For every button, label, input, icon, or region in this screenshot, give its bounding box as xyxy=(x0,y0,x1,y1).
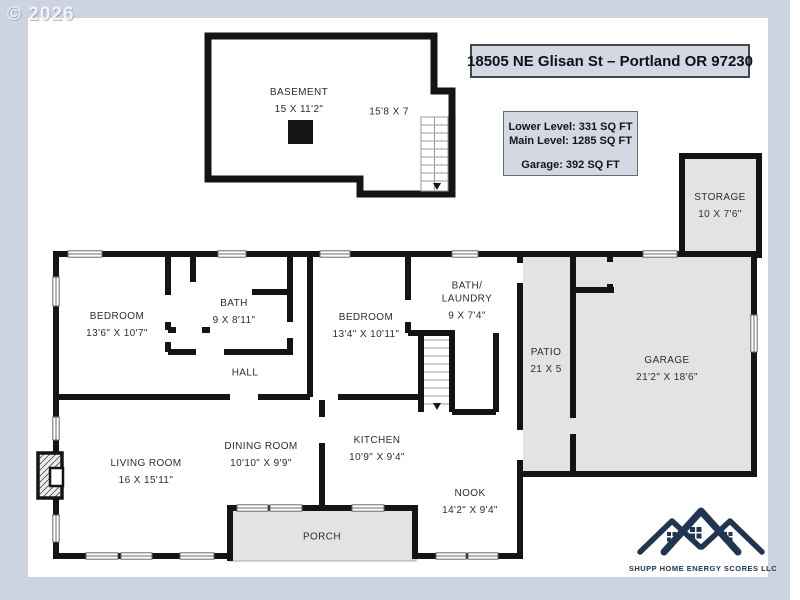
label-storage: STORAGE 10 X 7'6" xyxy=(694,192,746,220)
label-dining-room: DINING ROOM 10'10" X 9'9" xyxy=(224,441,298,469)
address-text: 18505 NE Glisan St – Portland OR 97230 xyxy=(467,52,753,70)
main-stairs-arrow-icon xyxy=(433,403,441,410)
patio-floor xyxy=(523,257,573,474)
label-hall: HALL xyxy=(231,367,259,379)
label-bath-laundry: BATH/ LAUNDRY 9 X 7'4" xyxy=(441,280,493,322)
label-kitchen: KITCHEN 10'9" X 9'4" xyxy=(349,435,405,463)
storage-outline xyxy=(679,153,762,258)
basement-outline xyxy=(204,32,456,198)
label-porch: PORCH xyxy=(302,531,342,543)
basement-stairs-arrow-icon xyxy=(433,183,441,190)
label-basement: BASEMENT 15 X 11'2" xyxy=(269,87,329,115)
label-basement-wing: 15'8 X 7 xyxy=(369,106,409,118)
label-bath: BATH 9 X 8'11" xyxy=(212,298,256,326)
address-title: 18505 NE Glisan St – Portland OR 97230 xyxy=(467,44,753,78)
label-nook: NOOK 14'2" X 9'4" xyxy=(442,488,498,516)
windows xyxy=(52,250,758,560)
main-stairs xyxy=(424,339,449,410)
garage-floor xyxy=(573,257,754,474)
fireplace xyxy=(36,451,65,500)
stat-lower-level: Lower Level: 331 SQ FT xyxy=(508,121,633,133)
porch-floor xyxy=(229,507,417,562)
label-garage: GARAGE 21'2" X 18'6" xyxy=(636,355,698,383)
label-patio: PATIO 21 X 5 xyxy=(530,347,562,375)
shupp-logo-roof-icon xyxy=(637,507,765,556)
copyright-watermark: © 2026 xyxy=(7,4,75,25)
logo-company-name: SHUPP HOME ENERGY SCORES LLC xyxy=(628,564,778,573)
label-living-room: LIVING ROOM 16 X 15'11" xyxy=(110,458,182,486)
label-bedroom1: BEDROOM 13'6" X 10'7" xyxy=(86,311,148,339)
basement-support-post xyxy=(288,120,313,144)
stat-garage: Garage: 392 SQ FT xyxy=(521,159,620,171)
basement-stairs xyxy=(420,116,449,192)
stat-main-level: Main Level: 1285 SQ FT xyxy=(509,135,632,147)
label-bedroom2: BEDROOM 13'4" X 10'11" xyxy=(332,312,400,340)
area-stats-box: Lower Level: 331 SQ FT Main Level: 1285 … xyxy=(503,111,638,176)
